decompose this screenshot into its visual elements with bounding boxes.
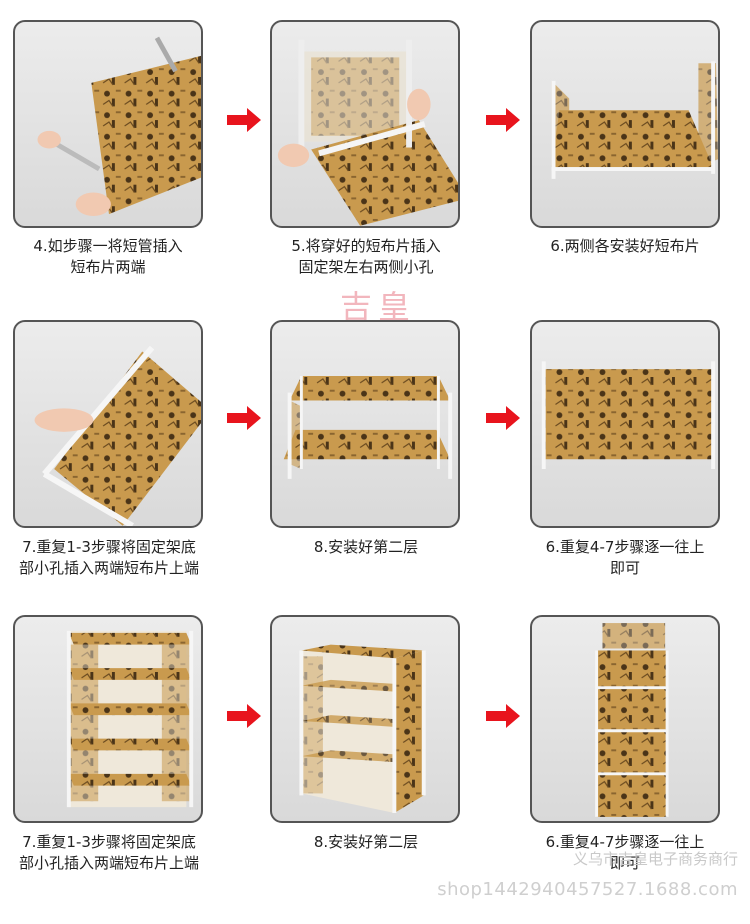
insert-fabric-illustration: [277, 39, 458, 226]
hand-attach-bottom-illustration: [34, 345, 201, 526]
step-5-caption-line-1: 8.安装好第二层: [313, 538, 419, 556]
step-7-caption: 7.重复1-3步骤将固定架底 部小孔插入两端短布片上端: [0, 832, 224, 874]
brand-watermark: 吉皇: [339, 288, 416, 326]
step-6-caption: 6.重复4-7步骤逐一往上 即可: [510, 537, 740, 579]
step-9: [530, 615, 720, 825]
right-arrow-icon: [486, 108, 520, 132]
step-3-photo: [530, 20, 720, 228]
step-3: [530, 20, 720, 230]
step-2-caption: 5.将穿好的短布片插入 固定架左右两侧小孔: [251, 236, 481, 278]
step-4-caption-line-2: 部小孔插入两端短布片上端: [18, 559, 199, 577]
step-7-caption-line-1: 7.重复1-3步骤将固定架底: [22, 833, 196, 851]
step-4: [13, 320, 203, 530]
multi-shelf-front-illustration: [66, 630, 194, 808]
top-view-layer-illustration: [541, 361, 716, 470]
step-2-photo: [270, 20, 460, 228]
step-6: [530, 320, 720, 530]
step-4-caption: 7.重复1-3步骤将固定架底 部小孔插入两端短布片上端: [0, 537, 224, 579]
two-layer-frame-illustration: [283, 376, 453, 479]
step-6-caption-line-1: 6.重复4-7步骤逐一往上: [545, 538, 705, 556]
step-5-photo: [270, 320, 460, 528]
step-1-photo: [13, 20, 203, 228]
step-1-caption: 4.如步骤一将短管插入 短布片两端: [0, 236, 223, 278]
step-1-caption-line-1: 4.如步骤一将短管插入: [33, 237, 183, 255]
right-arrow-icon: [227, 108, 261, 132]
step-3-caption: 6.两侧各安装好短布片: [510, 236, 740, 257]
step-9-caption-line-2: 即可: [609, 854, 640, 872]
step-8-photo: [270, 615, 460, 823]
step-4-photo: [13, 320, 203, 528]
step-6-caption-line-2: 即可: [609, 559, 640, 577]
right-arrow-icon: [227, 406, 261, 430]
step-3-caption-line-1: 6.两侧各安装好短布片: [550, 237, 700, 255]
step-1-caption-line-2: 短布片两端: [70, 258, 146, 276]
step-4-caption-line-1: 7.重复1-3步骤将固定架底: [22, 538, 196, 556]
step-8-caption-line-1: 8.安装好第二层: [313, 833, 419, 851]
step-9-caption: 6.重复4-7步骤逐一往上 即可: [510, 832, 740, 874]
step-8: [270, 615, 460, 825]
step-9-photo: [530, 615, 720, 823]
step-2-caption-line-2: 固定架左右两侧小孔: [298, 258, 434, 276]
step-7-caption-line-2: 部小孔插入两端短布片上端: [18, 854, 199, 872]
right-arrow-icon: [486, 406, 520, 430]
step-5-caption: 8.安装好第二层: [251, 537, 481, 558]
step-2: [270, 20, 460, 230]
step-5: [270, 320, 460, 530]
step-1: [13, 20, 203, 230]
multi-shelf-angle-illustration: [299, 644, 426, 813]
shop-name-watermark: 义乌市吉皇电子商务商行: [572, 850, 738, 868]
step-7-photo: [13, 615, 203, 823]
fabric-roll-illustration: [37, 36, 201, 217]
right-arrow-icon: [227, 704, 261, 728]
step-8-caption: 8.安装好第二层: [251, 832, 481, 853]
shop-url-watermark: shop1442940457527.1688.com: [437, 879, 738, 900]
step-9-caption-line-1: 6.重复4-7步骤逐一往上: [545, 833, 705, 851]
two-side-panels-illustration: [551, 61, 718, 179]
tall-narrow-shelf-illustration: [595, 623, 669, 817]
step-2-caption-line-1: 5.将穿好的短布片插入: [291, 237, 441, 255]
right-arrow-icon: [486, 704, 520, 728]
step-6-photo: [530, 320, 720, 528]
step-7: [13, 615, 203, 825]
